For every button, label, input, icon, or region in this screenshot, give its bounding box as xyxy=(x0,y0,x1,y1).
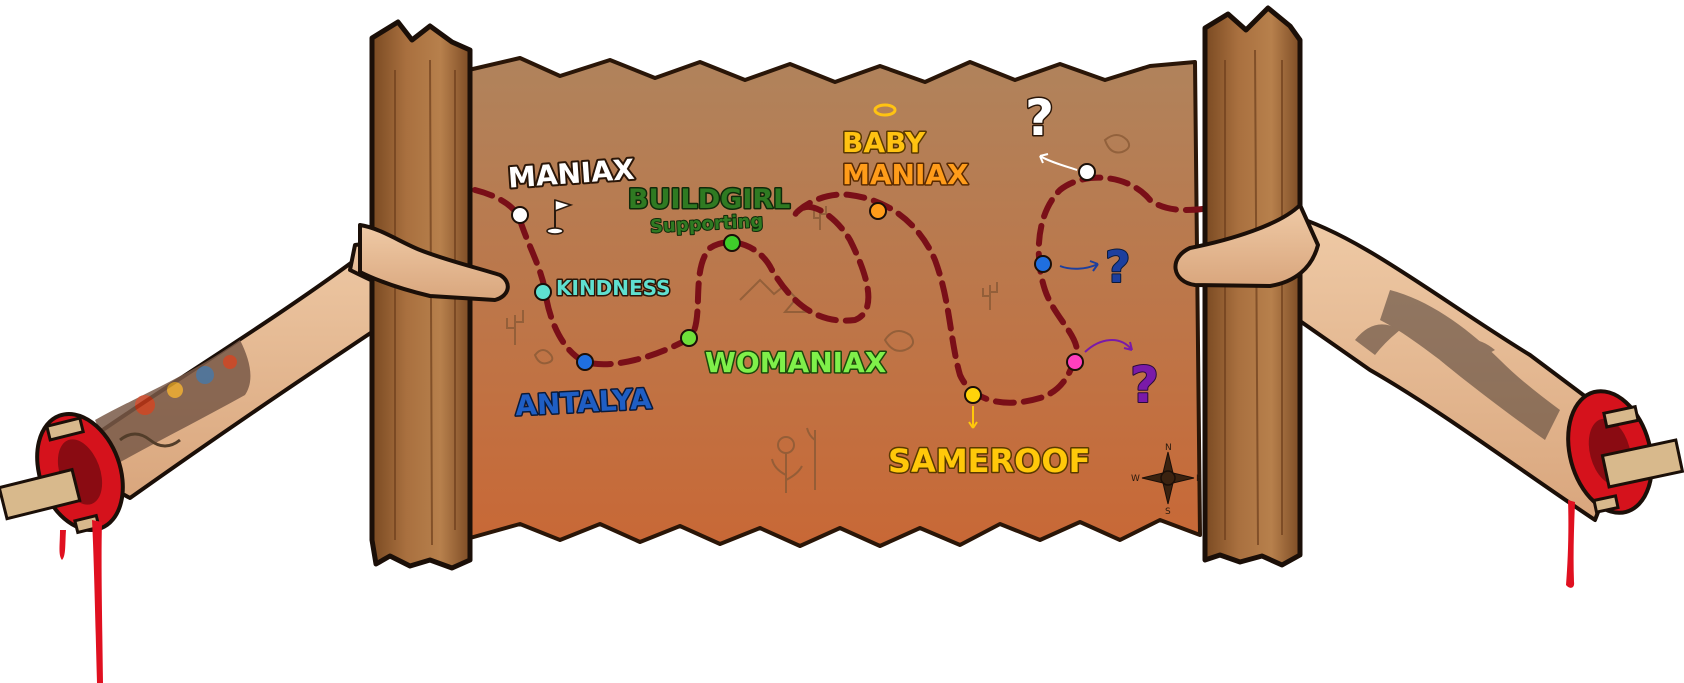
waypoint-pink xyxy=(1066,353,1084,371)
tattoo-arm-icon xyxy=(95,340,251,465)
waypoint-antalya xyxy=(576,353,594,371)
halo-icon xyxy=(873,103,897,117)
compass-e: E xyxy=(1196,474,1202,484)
waypoint-white xyxy=(1078,163,1096,181)
flag-icon xyxy=(546,198,574,235)
compass-rose-icon: N S E W xyxy=(1131,443,1202,517)
question-mark-white: ? xyxy=(1025,89,1054,147)
waypoint-baby-maniax xyxy=(869,202,887,220)
rock-icon xyxy=(883,330,915,352)
cactus-icon xyxy=(506,310,524,345)
arrow-up-left-icon xyxy=(1039,153,1078,171)
label-womaniax: WOMANIAX xyxy=(705,346,887,379)
arrow-down-icon xyxy=(968,406,978,429)
flower-icon xyxy=(771,427,816,493)
waypoint-blue xyxy=(1034,255,1052,273)
map-labels: MANIAX KINDNESS ANTALYA BUILDGIRL Suppor… xyxy=(505,125,1092,482)
waypoint-kindness xyxy=(534,283,552,301)
question-mark-purple: ? xyxy=(1130,356,1159,414)
left-wooden-post xyxy=(358,19,510,571)
label-buildgirl: BUILDGIRL xyxy=(628,184,790,215)
rock-icon xyxy=(1103,134,1131,154)
compass-n: N xyxy=(1165,443,1172,453)
label-sameroof: SAMEROOF xyxy=(888,442,1090,480)
scroll-handle-icon xyxy=(1566,389,1684,588)
right-arm xyxy=(1170,213,1684,588)
compass-w: W xyxy=(1131,474,1140,484)
arrow-right-icon xyxy=(1084,339,1133,353)
waypoint-sameroof xyxy=(964,386,982,404)
right-wooden-post xyxy=(1173,5,1320,568)
question-mark-blue: ? xyxy=(1105,242,1131,293)
tribal-tattoo-icon xyxy=(1355,290,1560,440)
label-baby: BABY xyxy=(842,126,926,159)
arrow-right-icon xyxy=(1059,260,1099,272)
cactus-icon xyxy=(982,282,998,310)
waypoint-buildgirl xyxy=(723,234,741,252)
question-marks: ? ? ? xyxy=(1024,88,1161,416)
waypoints xyxy=(511,163,1096,404)
waypoint-womaniax xyxy=(680,329,698,347)
parchment-map xyxy=(458,56,1202,548)
label-kindness: KINDNESS xyxy=(556,276,671,300)
trail-path xyxy=(472,174,1233,406)
compass-s: S xyxy=(1165,507,1171,517)
rock-icon xyxy=(533,349,554,365)
trail-arrows xyxy=(968,153,1133,429)
waypoint-maniax xyxy=(511,206,529,224)
scroll-handle-icon xyxy=(0,411,125,683)
label-baby-maniax: MANIAX xyxy=(842,158,969,191)
